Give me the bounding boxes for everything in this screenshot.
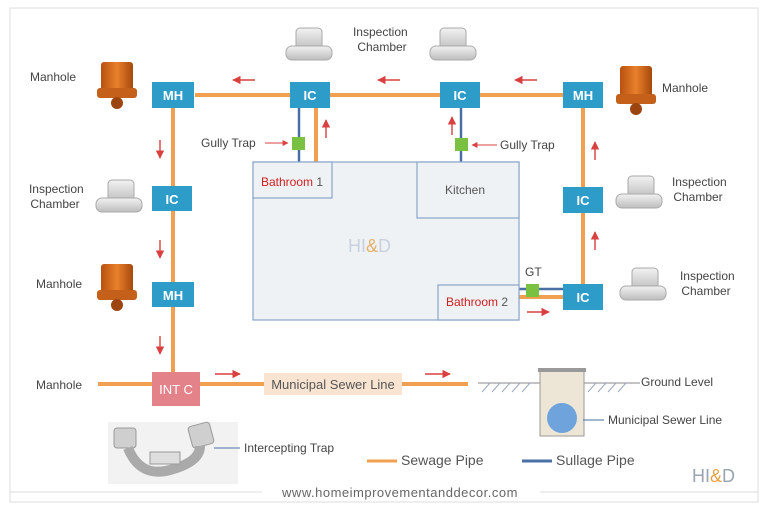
bathroom-2-room [437,284,520,321]
label-line-2: Chamber [357,40,406,54]
sewer-cross-section [478,368,640,437]
kitchen-label: Kitchen [445,183,485,197]
ic-box-top-1: IC [290,82,330,108]
int-c-box: INT C [152,372,200,406]
gt-label: GT [525,265,542,279]
manhole-icon-top-right [616,66,656,115]
legend-sullage-label: Sullage Pipe [556,452,635,468]
svg-text:IC: IC [577,290,591,305]
bathroom-1-room [252,161,333,199]
sullage-pipes [297,108,563,291]
ic-box-left: IC [152,186,192,211]
footer-url: www.homeimprovementanddecor.com [281,485,518,500]
bathroom-1-label: Bathroom 1 [261,175,323,189]
diagram-labels: Inspection Chamber Manhole Manhole Inspe… [29,25,738,455]
svg-text:MH: MH [163,288,183,303]
manhole-mid-left-label: Manhole [36,277,82,291]
inspection-chamber-right-low-label: Inspection Chamber [680,269,738,298]
mh-box-top-left: MH [152,82,194,108]
municipal-sewer-line-right-label: Municipal Sewer Line [608,413,722,427]
label-line-1: Inspection [353,25,408,39]
legend-sewage-label: Sewage Pipe [401,452,484,468]
inspection-chamber-icon-1 [285,27,333,61]
inspection-chamber-icon-right-1 [615,175,663,209]
gully-trap-left-label: Gully Trap [201,136,256,150]
manhole-top-left-label: Manhole [30,70,76,84]
svg-text:IC: IC [577,193,591,208]
gully-trap-gt [526,284,539,297]
legend: Sewage Pipe Sullage Pipe [367,452,635,468]
ground-level-label: Ground Level [641,375,713,389]
svg-text:IC: IC [166,192,180,207]
svg-text:MH: MH [163,88,183,103]
svg-text:MH: MH [573,88,593,103]
manhole-icon-top-left [97,62,137,109]
chamber-boxes: MH IC IC MH IC MH IC IC [152,82,603,406]
svg-text:IC: IC [454,88,468,103]
manhole-bottom-left-label: Manhole [36,378,82,392]
sewer-line-label-bg [264,373,402,395]
mh-box-left: MH [152,282,194,307]
intercepting-trap-label: Intercepting Trap [244,441,334,455]
inspection-chamber-icon-left [95,179,143,213]
manhole-top-right-label: Manhole [662,81,708,95]
sewer-pipe-circle [547,403,577,433]
sewer-line-label: Municipal Sewer Line [271,377,395,392]
center-watermark: HI&D [348,236,391,256]
manhole-icon-mid-left [97,264,137,311]
svg-text:IC: IC [304,88,318,103]
intercepting-trap-icon [108,421,238,484]
inspection-chamber-right-label: Inspection Chamber [672,175,730,204]
bathroom-2-label: Bathroom 2 [446,295,508,309]
outer-border [9,7,759,503]
mh-box-top-right: MH [563,82,603,108]
ic-box-top-2: IC [440,82,480,108]
house-plan: Bathroom 1 Kitchen Bathroom 2 HI&D [252,161,520,321]
svg-text:INT C: INT C [159,382,193,397]
brand-logo: HI&D [692,466,735,486]
ic-box-right-2: IC [563,284,603,310]
label-pointers [214,140,604,449]
kitchen-room [416,161,520,219]
inspection-chamber-top-label: Inspection Chamber [353,25,411,54]
inspection-chamber-icon-right-2 [619,267,667,301]
gully-trap-right [455,138,468,151]
gully-trap-left [292,137,305,150]
flow-arrows [155,75,600,379]
inspection-chamber-icon-2 [429,27,477,61]
inspection-chamber-left-label: Inspection Chamber [29,182,87,211]
ic-box-right-1: IC [563,187,603,213]
gully-trap-right-label: Gully Trap [500,138,555,152]
